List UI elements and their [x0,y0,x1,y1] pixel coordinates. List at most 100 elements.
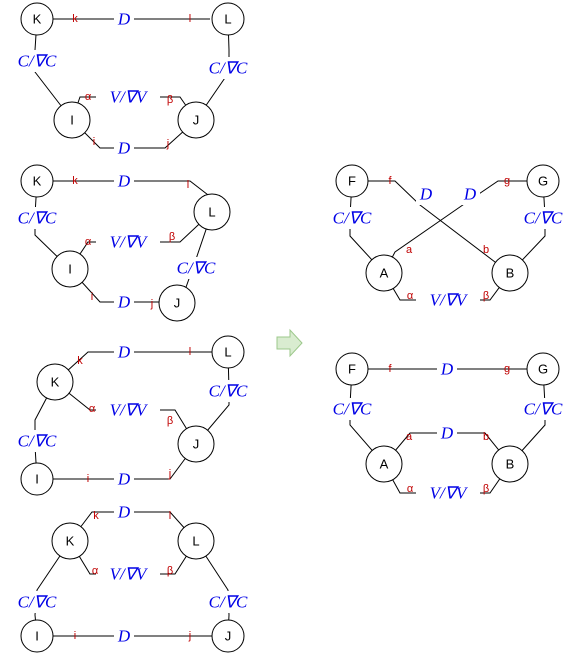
svg-text:L: L [192,534,199,549]
vertex-label: V/∇V [110,565,149,584]
index-label: β [483,483,489,495]
index-label: g [504,175,510,187]
index-label: j [168,468,171,480]
node-l: L [211,2,245,36]
index-label: a [406,431,413,443]
propagator-label: D [463,185,477,204]
index-label: b [483,244,489,256]
correction-label: C/∇C [333,400,372,419]
node-l: L [177,522,215,560]
index-label: l [187,179,189,191]
index-label: a [406,244,413,256]
svg-text:K: K [33,174,42,189]
node-j: J [158,284,196,322]
correction-label: C/∇C [18,209,57,228]
node-j: J [211,619,245,653]
diagram-3: D k l C/∇C V/∇V α β C/∇C D i j K L I J [4,335,262,496]
correction-label: C/∇C [18,432,57,451]
index-label: j [166,138,169,150]
index-label: α [407,290,414,302]
propagator-label: D [117,470,131,489]
propagator-label: D [117,503,131,522]
svg-text:B: B [506,457,515,472]
propagator-label: D [117,293,131,312]
index-label: k [72,13,78,25]
svg-text:A: A [380,266,389,281]
index-label: α [85,236,92,248]
propagator-label: D [440,424,454,443]
propagator-label: D [419,185,433,204]
svg-text:F: F [348,174,356,189]
index-label: β [167,94,173,106]
svg-text:J: J [225,629,232,644]
node-a: A [365,445,403,483]
diagram-2: D k l C/∇C V/∇V α β C/∇C D i j K L I J [4,164,231,322]
index-label: l [169,510,171,522]
node-j: J [177,101,215,139]
correction-label: C/∇C [18,52,57,71]
vertex-label: V/∇V [430,291,469,310]
svg-text:J: J [193,113,200,128]
correction-label: C/∇C [177,259,216,278]
propagator-label: D [117,10,131,29]
index-label: f [388,363,392,375]
index-label: k [93,510,99,522]
node-f: F [335,164,369,198]
correction-label: C/∇C [524,400,563,419]
index-label: b [483,431,489,443]
propagator-label: D [117,343,131,362]
svg-text:B: B [506,266,515,281]
node-i: I [53,101,91,139]
node-i: I [51,250,89,288]
index-label: β [169,231,175,243]
svg-text:I: I [70,113,74,128]
index-label: j [150,298,153,310]
index-label: i [93,136,95,148]
svg-text:J: J [193,437,200,452]
right-arrow-icon [276,328,303,358]
node-i: I [20,619,54,653]
index-label: α [92,565,99,577]
node-k: K [20,164,54,198]
node-l: L [193,193,231,231]
svg-text:J: J [174,296,181,311]
correction-label: C/∇C [209,382,248,401]
diagram-1: D k l C/∇C C/∇C V/∇V α β D i j K L I J [4,2,262,159]
index-label: α [407,483,414,495]
node-g: G [526,164,560,198]
index-label: i [74,630,76,642]
svg-text:L: L [224,345,231,360]
vertex-label: V/∇V [110,233,149,252]
vertex-label: V/∇V [110,88,149,107]
node-k: K [51,522,89,560]
propagator-label: D [117,139,131,158]
node-l: L [211,335,245,369]
node-a: A [365,254,403,292]
index-label: l [189,13,191,25]
svg-text:K: K [33,12,42,27]
propagator-label: D [117,172,131,191]
node-j: J [177,425,215,463]
svg-text:G: G [538,174,548,189]
svg-text:I: I [35,472,39,487]
svg-text:F: F [348,362,356,377]
index-label: g [504,363,510,375]
svg-text:G: G [538,362,548,377]
node-i: I [20,462,54,496]
correction-label: C/∇C [209,59,248,78]
index-label: β [483,290,489,302]
index-label: f [388,175,392,187]
node-f: F [335,352,369,386]
propagator-label: D [117,627,131,646]
correction-label: C/∇C [524,209,563,228]
edge [37,180,213,199]
diagram-4: D k l V/∇V α β C/∇C C/∇C D i j K L I J [4,501,262,653]
index-label: l [189,346,191,358]
svg-text:L: L [224,12,231,27]
index-label: k [72,175,78,187]
index-label: β [167,565,173,577]
index-label: k [77,355,83,367]
svg-text:K: K [66,534,75,549]
index-label: i [91,291,93,303]
